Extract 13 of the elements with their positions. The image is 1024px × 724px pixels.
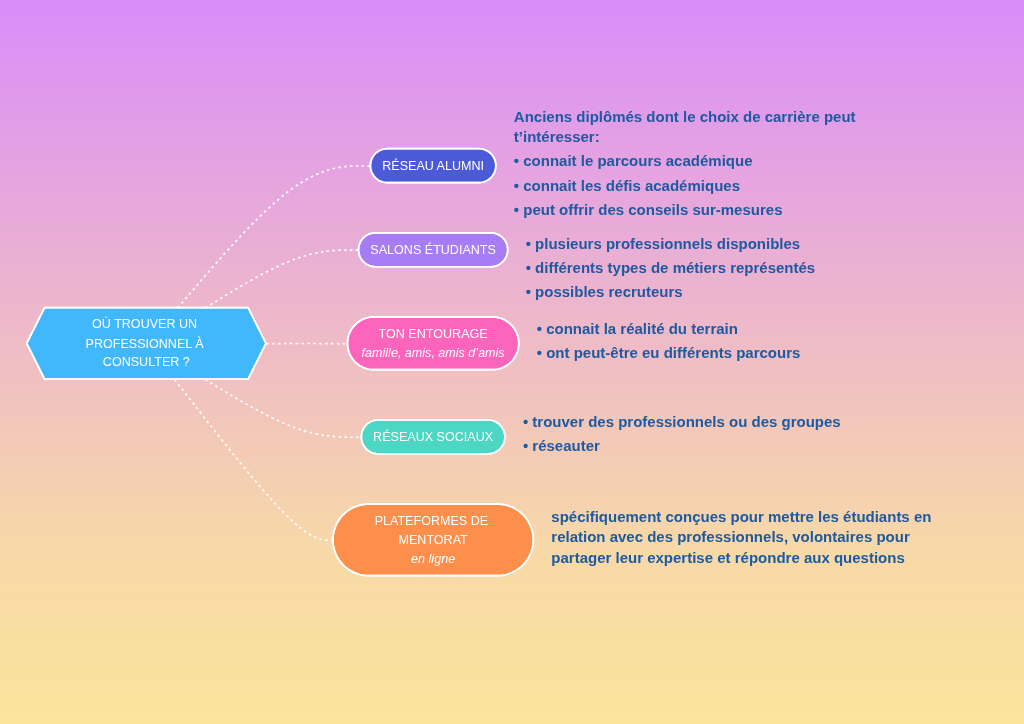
- note-text: • possibles recruteurs: [525, 282, 684, 303]
- note-text: • plusieurs professionnels disponibles: [525, 233, 802, 254]
- note-text: • trouver des professionnels ou des groupes: [522, 412, 842, 433]
- connector: [173, 378, 335, 541]
- note-text: • connait le parcours académique: [513, 151, 754, 172]
- note-text: • ont peut-être eu différents parcours: [536, 342, 802, 363]
- note-text: • peut offrir des conseils sur-mesures: [513, 199, 784, 220]
- note-text: • réseauter: [522, 436, 601, 457]
- note-text: • connait les défis académiques: [513, 175, 741, 196]
- note-text: spécifiquement conçues pour mettre les étudiants en relation avec des professionnels, volontaires pour partager leur expertise et répondre aux questions: [551, 507, 933, 568]
- note-text: Anciens diplômés dont le choix de carrière peut t’intéresser:: [513, 106, 857, 148]
- note-text: • connait la réalité du terrain: [536, 318, 739, 339]
- note-text: • différents types de métiers représentés: [525, 258, 817, 279]
